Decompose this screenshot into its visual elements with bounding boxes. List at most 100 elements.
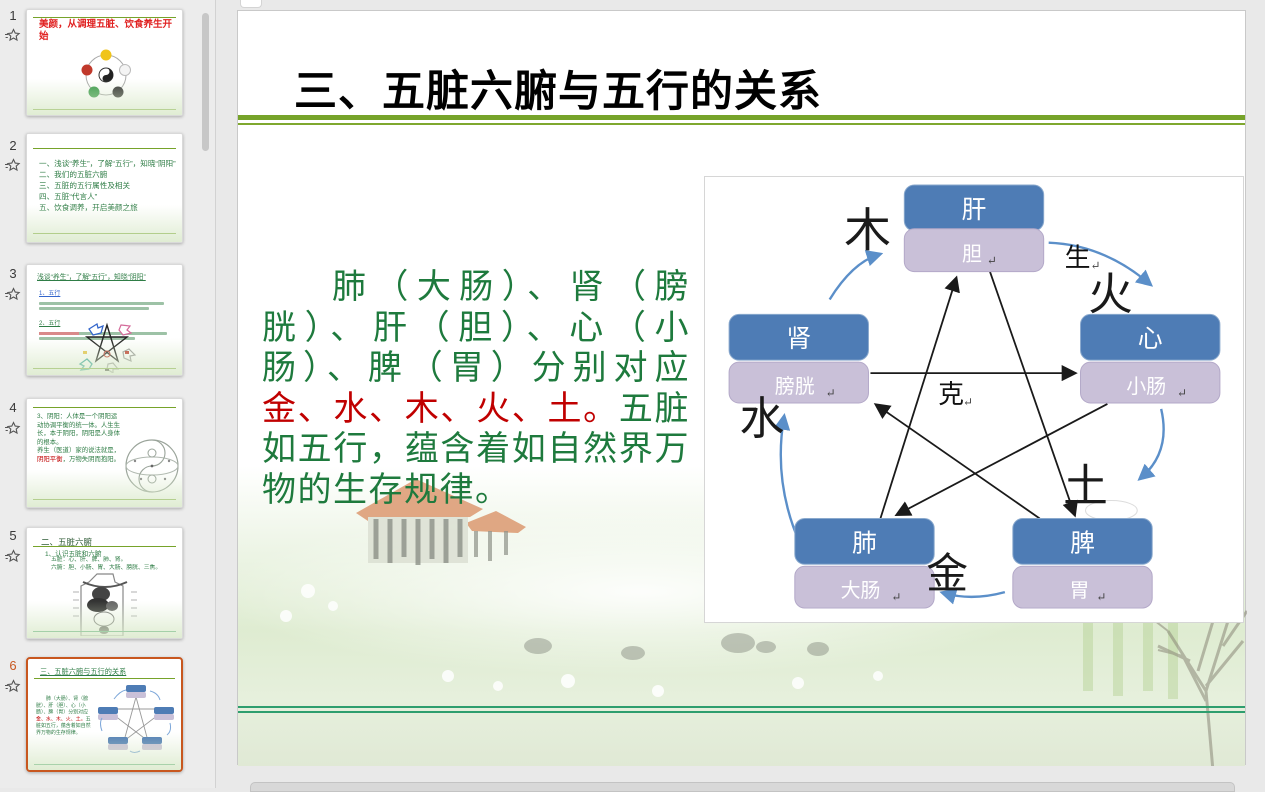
thumb-watercolor [27,337,182,375]
return-mark: ↵ [987,254,997,268]
generating-cycle-arrows[interactable] [773,241,1165,605]
cycle-labels: 生 ↵ 克 ↵ [938,244,1100,410]
thumb4-paragraph2-red: 阴阳平衡 [37,455,63,463]
rocks-illustration [524,633,829,660]
thumb-green-line [33,148,176,149]
thumb2-bullet: 三、五脏的五行属性及相关 [39,181,131,190]
body-text-green-1: 肺（大肠）、肾（膀胱）、肝（胆）、心（小肠）、脾（胃）分别对应 [262,267,690,388]
slide-title[interactable]: 三、五脏六腑与五行的关系 [294,68,822,116]
organ-boxes: 肝 胆 ↵ 肾 膀胱 ↵ 心 小肠 [728,184,1221,609]
five-element-diagram: 肝 胆 ↵ 肾 膀胱 ↵ 心 小肠 [728,184,1221,609]
slide-thumbnail-4[interactable]: 3、阴阳：人体是一个阴阳运动协调平衡的统一体。人生生长，本于阴阳，阴阳是人身体的… [26,398,183,508]
organ-box-heart[interactable]: 心 小肠 ↵ [1080,313,1221,404]
footer-line-2 [238,711,1245,713]
previous-slide-edge[interactable] [240,0,262,8]
thumb5-line2: 六腑：胆、小肠、胃、大肠、膀胱、三焦。 [51,564,162,571]
thumb-watercolor [27,470,182,507]
thumb6-body-pre: 肺（大肠）、肾（膀胱）、肝（胆）、心（小肠）、脾（胃）分别对应 [36,695,89,715]
element-water[interactable]: 水 [740,392,785,445]
thumb-watercolor [27,205,182,242]
thumb-green-line [33,407,176,408]
label-sheng[interactable]: 生 [1065,244,1091,274]
return-mark: ↵ [826,386,836,400]
watercolor-decorations [280,479,1247,766]
slide-number-3: 3 [9,266,17,281]
overcoming-cycle-arrows[interactable] [870,271,1108,520]
thumb6-title: 三、五脏六腑与五行的关系 [40,667,127,676]
return-mark: ↵ [1096,590,1106,604]
animation-star-icon[interactable] [4,287,21,303]
slide-thumbnail-6-selected[interactable]: 三、五脏六腑与五行的关系 肺（大肠）、肾（膀胱）、肝（胆）、心（小肠）、脾（胃）… [26,657,183,772]
panel-scrollbar-thumb[interactable] [202,13,209,151]
svg-text:胆: 胆 [962,243,982,266]
thumb3-textbar [39,332,167,335]
animation-star-icon[interactable] [4,679,21,695]
thumb1-title: 美颜，从调理五脏、饮食养生开始 [39,19,173,42]
label-ke[interactable]: 克 [938,380,964,410]
element-fire[interactable]: 火 [1088,267,1133,320]
return-mark: ↵ [1177,386,1187,400]
body-text-red: 金、水、木、火、土。 [262,388,619,429]
footer-line-1 [238,706,1245,708]
animation-star-icon[interactable] [4,549,21,565]
next-slide-edge[interactable] [250,782,1235,792]
element-wood[interactable]: 木 [844,205,891,259]
thumb3-item1: 1、五行 [39,291,61,297]
slide-thumbnail-panel: 1 美颜，从调理五脏、饮食养生开始 2 一、浅谈“养生”，了解“五行”，知晓“阴… [0,0,216,788]
svg-text:心: 心 [1138,324,1163,353]
thumb4-paragraph2-pre: 养生（医道）家的说法就是， [37,447,121,455]
thumb5-subtitle: 1、认识五脏和六腑 [45,551,102,558]
slide-body-textbox[interactable]: 肺（大肠）、肾（膀胱）、肝（胆）、心（小肠）、脾（胃）分别对应金、水、木、火、土… [262,267,690,510]
thumb-watercolor [27,79,182,115]
svg-text:肾: 肾 [786,324,811,353]
thumb6-body-red: 金、水、木、火、土。 [36,716,86,722]
slide-number-6: 6 [9,658,17,673]
thumb4-paragraph2-post: ，万物失阴而抱阳。 [62,455,121,463]
slide-thumbnail-1[interactable]: 美颜，从调理五脏、饮食养生开始 [26,9,183,116]
return-mark: ↵ [891,590,901,604]
thumb5-title: 二、五脏六腑 [41,537,93,547]
thumb2-bullet: 一、浅谈“养生”，了解“五行”，知晓“阴阳” [39,159,176,168]
slide-editing-area: 三、五脏六腑与五行的关系 肺（大肠）、肾（膀胱）、肝（胆）、心（小肠）、脾（胃）… [217,0,1265,792]
title-underline-thick [238,115,1245,120]
svg-text:脾: 脾 [1070,528,1095,557]
slide-number-4: 4 [9,400,17,415]
five-element-diagram-panel[interactable]: 肝 胆 ↵ 肾 膀胱 ↵ 心 小肠 [704,176,1244,623]
svg-text:膀胱: 膀胱 [775,375,815,398]
thumb2-bullet: 四、五脏“代言人” [39,192,98,201]
thumb2-bullet: 二、我们的五脏六腑 [39,170,108,179]
thumb5-line1: 五脏：心、肝、脾、肺、肾。 [51,557,127,563]
slide-number-1: 1 [9,8,17,23]
thumb3-title: 浅谈“养生”，了解“五行”，知晓“阴阳” [37,274,146,281]
slide-number-2: 2 [9,138,17,153]
svg-text:胃: 胃 [1070,579,1090,602]
thumb3-textbar [39,307,149,310]
slide-thumbnail-3[interactable]: 浅谈“养生”，了解“五行”，知晓“阴阳” 1、五行 2、五行 [26,264,183,376]
element-labels: 木 火 土 金 水 [740,205,1133,598]
organ-box-lung[interactable]: 肺 大肠 ↵ [794,517,935,609]
slide-thumbnail-2[interactable]: 一、浅谈“养生”，了解“五行”，知晓“阴阳” 二、我们的五脏六腑 三、五脏的五行… [26,133,183,243]
slide-thumbnail-5[interactable]: 二、五脏六腑 1、认识五脏和六腑 五脏：心、肝、脾、肺、肾。 六腑：胆、小肠、胃… [26,527,183,639]
return-mark: ↵ [1090,259,1100,273]
return-mark: ↵ [963,395,973,409]
thumb4-paragraph1: 3、阴阳：人体是一个阴阳运动协调平衡的统一体。人生生长，本于阴阳，阴阳是人身体的… [37,413,121,446]
thumb-green-line [33,17,176,18]
current-slide-canvas[interactable]: 三、五脏六腑与五行的关系 肺（大肠）、肾（膀胱）、肝（胆）、心（小肠）、脾（胃）… [237,10,1247,766]
svg-text:大肠: 大肠 [841,579,881,602]
tree-illustration [1149,598,1247,766]
element-metal[interactable]: 金 [926,549,968,598]
animation-star-icon[interactable] [4,158,21,174]
organ-box-kidney[interactable]: 肾 膀胱 ↵ [728,313,869,404]
svg-text:小肠: 小肠 [1126,375,1166,398]
element-earth[interactable]: 土 [1063,460,1108,513]
slide-number-5: 5 [9,528,17,543]
svg-text:肝: 肝 [962,195,987,224]
title-underline-thin [238,123,1245,125]
organ-box-spleen[interactable]: 脾 胃 ↵ [1012,517,1153,609]
animation-star-icon[interactable] [4,421,21,437]
organ-box-liver[interactable]: 肝 胆 ↵ [903,184,1045,273]
body-text-green-2: 五脏如五行，蕴含着如自然界万物的生存规律。 [262,388,691,510]
flowers-illustration [280,584,883,697]
animation-star-icon[interactable] [4,28,21,44]
thumb-watercolor [28,732,181,770]
